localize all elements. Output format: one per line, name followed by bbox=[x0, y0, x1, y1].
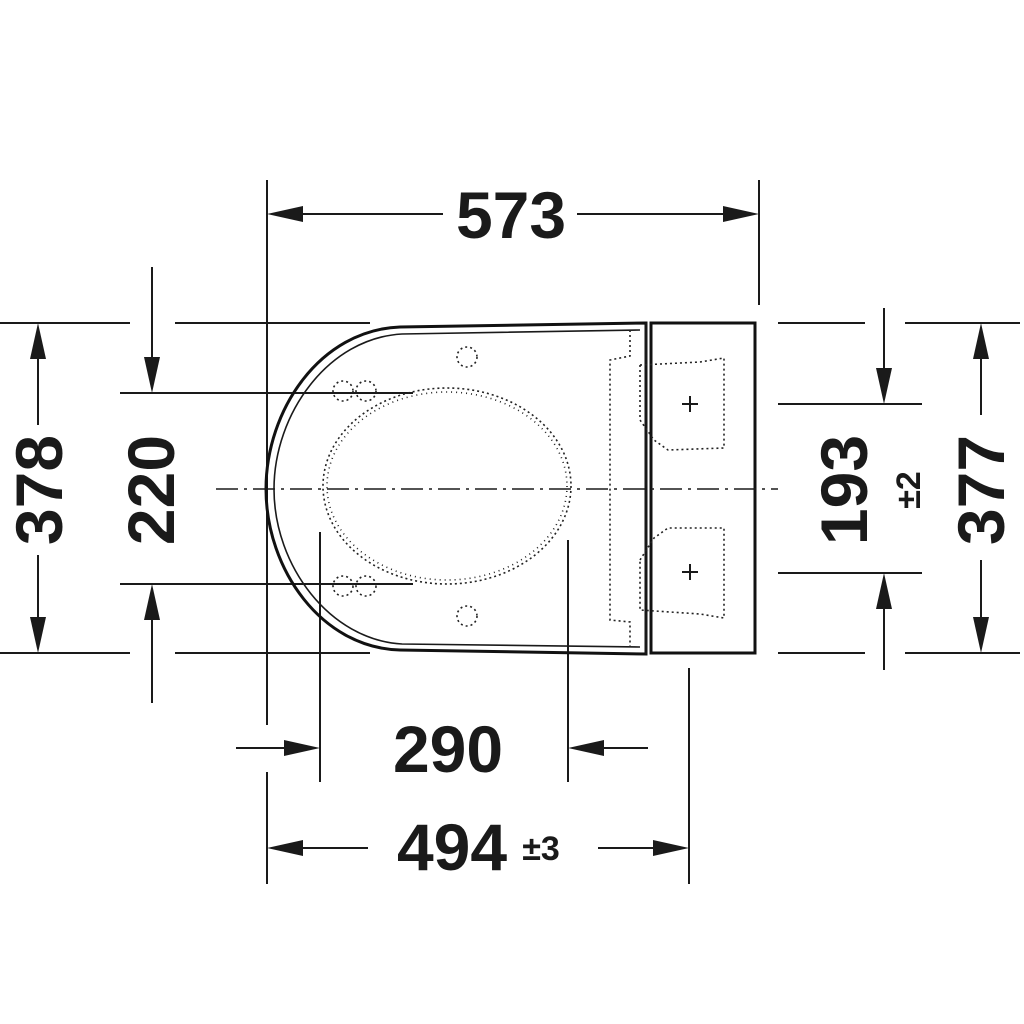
label-193: 193 bbox=[807, 435, 881, 545]
dimension-494 bbox=[267, 840, 689, 856]
label-494-tolerance: ±3 bbox=[522, 830, 560, 868]
label-377: 377 bbox=[944, 435, 1018, 545]
label-220: 220 bbox=[114, 435, 188, 545]
dimension-377 bbox=[973, 323, 989, 653]
plus-marks bbox=[682, 396, 698, 580]
bowl-opening bbox=[322, 387, 572, 585]
label-290: 290 bbox=[393, 712, 503, 786]
dimension-290 bbox=[236, 740, 648, 756]
rear-unit bbox=[649, 321, 757, 655]
fixing-holes bbox=[332, 346, 478, 627]
dimension-193 bbox=[876, 308, 892, 670]
label-573: 573 bbox=[456, 178, 566, 252]
label-378: 378 bbox=[2, 435, 76, 545]
label-193-tolerance: ±2 bbox=[890, 471, 928, 509]
label-494: 494 bbox=[397, 810, 507, 884]
extension-lines bbox=[0, 180, 1020, 884]
dimension-573 bbox=[267, 206, 759, 222]
dimension-220 bbox=[144, 267, 160, 703]
dimension-378 bbox=[30, 323, 46, 653]
